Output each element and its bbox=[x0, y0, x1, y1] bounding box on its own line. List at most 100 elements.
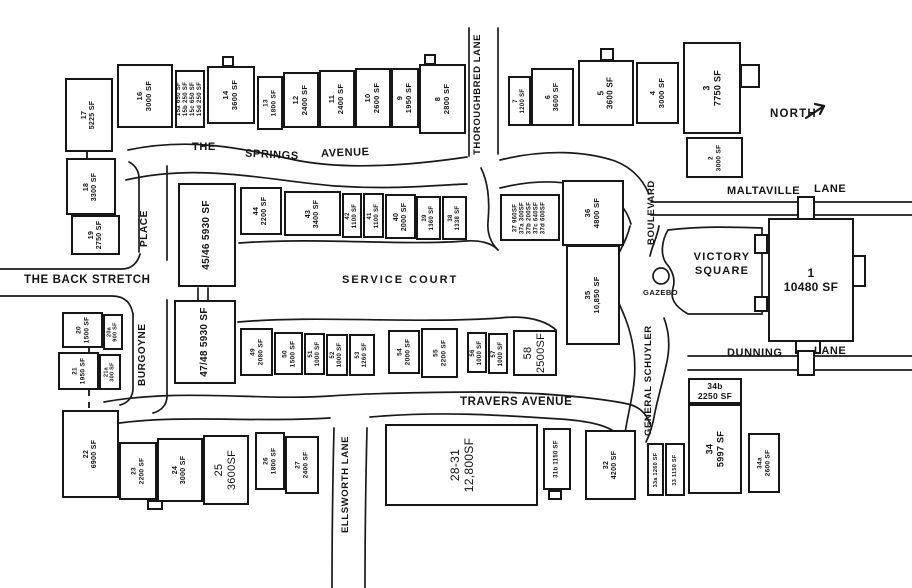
building-31b-line-0: 31b 1150 SF bbox=[553, 440, 560, 478]
building-9-line-1: 1950 SF bbox=[404, 82, 413, 114]
building-50-line-1: 1500 SF bbox=[288, 340, 296, 367]
building-35-line-1: 10,850 SF bbox=[592, 276, 601, 314]
building-54-line-1: 2000 SF bbox=[404, 338, 411, 366]
building-49-line-0: 49 bbox=[248, 348, 256, 356]
building-15-line-0: 15a 650 SF bbox=[175, 81, 182, 117]
building-43-line-0: 43 bbox=[304, 209, 312, 218]
building-25-line-1: 3600SF bbox=[226, 449, 238, 491]
street-label-dunning: DUNNING bbox=[727, 347, 783, 359]
parcel-joint-line bbox=[88, 346, 90, 352]
building-41-line-0: 41 bbox=[366, 211, 373, 220]
street-label-thoroughbred-lane: THOROUGHBRED LANE bbox=[472, 33, 483, 155]
building-2-line-1: 3000 SF bbox=[714, 144, 722, 171]
building-50-line-0: 50 bbox=[280, 349, 288, 358]
building-43-line-1: 3400 SF bbox=[312, 199, 320, 228]
building-10-line-1: 2600 SF bbox=[372, 82, 381, 114]
building-44-line-0: 44 bbox=[252, 206, 260, 216]
building-45-46-label: 45/46 5930 SF bbox=[201, 200, 213, 270]
building-40-line-1: 2000 SF bbox=[400, 202, 408, 231]
victory-square-line2: SQUARE bbox=[694, 265, 750, 278]
building-41-line-1: 1100 SF bbox=[373, 203, 380, 228]
building-13-line-1: 1800 SF bbox=[270, 89, 277, 117]
building-45-46: 45/46 5930 SF bbox=[178, 183, 236, 287]
parcel-joint-line bbox=[88, 390, 90, 408]
building-58-line-1: 2500SF bbox=[535, 332, 547, 374]
building-extension bbox=[548, 490, 562, 500]
building-19-line-0: 19 bbox=[87, 230, 95, 240]
building-20-line-1: 1500 SF bbox=[82, 316, 90, 344]
building-20a-line-1: 900 SF bbox=[113, 322, 119, 342]
building-20-line-0: 20 bbox=[74, 326, 82, 334]
building-31b-label: 31b 1150 SF bbox=[553, 440, 560, 478]
building-23-line-0: 23 bbox=[130, 467, 138, 475]
building-34-line-1: 5997 SF bbox=[715, 430, 725, 468]
street-label-burgoyne-place: PLACE bbox=[139, 210, 150, 247]
building-extension bbox=[797, 350, 815, 376]
building-17-line-0: 17 bbox=[80, 110, 88, 120]
building-19-line-1: 2750 SF bbox=[95, 220, 103, 250]
building-26-line-0: 26 bbox=[262, 457, 270, 465]
victory-square-label: VICTORY SQUARE bbox=[680, 250, 764, 279]
building-23-line-1: 2200 SF bbox=[138, 457, 145, 485]
building-21-line-1: 1950 SF bbox=[78, 357, 86, 385]
building-extension bbox=[740, 64, 760, 88]
building-45-46-line-0: 45/46 5930 SF bbox=[201, 200, 213, 270]
building-47-48-label: 47/48 5930 SF bbox=[199, 307, 211, 377]
building-37-line-1: 37a 300SF bbox=[519, 201, 526, 234]
street-label-burgoyne: BURGOYNE bbox=[137, 323, 148, 386]
street-label-boulevard: BOULEVARD bbox=[646, 180, 657, 245]
street-label-maltaville: MALTAVILLE bbox=[727, 185, 801, 197]
building-18-line-0: 18 bbox=[82, 182, 90, 191]
building-14-line-1: 3600 SF bbox=[230, 79, 239, 111]
building-37-line-4: 37d 600SF bbox=[540, 201, 547, 234]
building-24-line-1: 3000 SF bbox=[180, 455, 187, 485]
building-54-line-0: 54 bbox=[396, 348, 404, 356]
building-5-line-1: 3600 SF bbox=[606, 76, 615, 110]
building-28-31-line-1: 12,800SF bbox=[461, 437, 476, 493]
victory-square-line1: VICTORY bbox=[693, 251, 751, 263]
